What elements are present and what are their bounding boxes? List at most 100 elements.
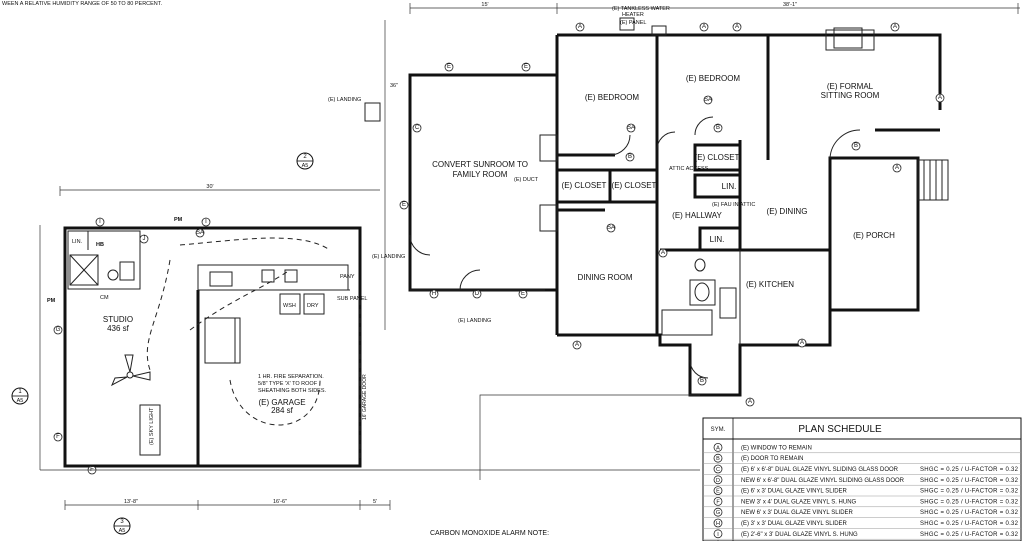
schedule-spec: SHGC = 0.25 / U-FACTOR = 0.32 xyxy=(920,499,1019,505)
svg-text:I: I xyxy=(99,219,101,225)
schedule-sym: B xyxy=(716,456,720,462)
room-dining-room: DINING ROOM xyxy=(577,273,632,282)
plan-schedule-table: SYM. PLAN SCHEDULE A(E) WINDOW TO REMAIN… xyxy=(702,417,1022,541)
pm-label-2: PM xyxy=(47,298,56,304)
dim-bottom-right: 5' xyxy=(373,499,377,505)
dim-top-right: 38'-1" xyxy=(783,2,797,8)
svg-text:2: 2 xyxy=(303,154,307,160)
schedule-symbol xyxy=(713,453,723,463)
schedule-row: A(E) WINDOW TO REMAIN xyxy=(703,442,1021,454)
schedule-symbol xyxy=(713,518,723,528)
fire-separation-line-1: 1 HR. FIRE SEPARATION. xyxy=(258,374,324,380)
tag-i: I xyxy=(95,217,105,227)
window-tags: A A A A A A A A A A B B B B H C D E E E … xyxy=(53,22,945,475)
svg-text:A: A xyxy=(578,24,582,30)
svg-text:C: C xyxy=(415,125,420,131)
svg-text:SA: SA xyxy=(196,230,204,236)
svg-text:B: B xyxy=(854,143,858,149)
room-bedroom-2: (E) BEDROOM xyxy=(686,74,741,83)
tankless-line-1: (E) TANKLESS WATER xyxy=(612,6,670,12)
svg-text:H: H xyxy=(432,291,436,297)
room-studio-area: 436 sf xyxy=(107,324,130,333)
svg-text:A5: A5 xyxy=(119,528,126,534)
schedule-sym-header: SYM. xyxy=(711,427,726,433)
section-marker-1: 1 A5 xyxy=(11,387,29,405)
svg-text:A: A xyxy=(735,24,739,30)
pm-label-1: PM xyxy=(174,217,183,223)
landing-label-1: (E) LANDING xyxy=(328,97,361,103)
room-studio: STUDIO xyxy=(103,315,133,324)
schedule-symbol xyxy=(713,507,723,517)
svg-text:SA: SA xyxy=(704,97,712,103)
schedule-sym: E xyxy=(716,489,720,495)
schedule-symbol xyxy=(713,486,723,496)
room-lin-3: LIN. xyxy=(710,235,725,244)
duct-label: (E) DUCT xyxy=(514,177,539,183)
room-hallway: (E) HALLWAY xyxy=(672,211,722,220)
tag-a: A xyxy=(890,22,900,32)
schedule-sym: G xyxy=(716,510,720,516)
svg-text:E: E xyxy=(447,64,451,70)
dim-36: 36" xyxy=(390,83,398,89)
tag-a: A xyxy=(572,340,582,350)
tag-a: A xyxy=(935,93,945,103)
schedule-sym: F xyxy=(716,499,720,505)
attic-access-label: ATTIC ACCESS xyxy=(669,166,709,172)
svg-text:SA: SA xyxy=(627,125,635,131)
svg-text:I: I xyxy=(205,219,207,225)
schedule-desc: (E) 2'-6" x 3' DUAL GLAZE VINYL S. HUNG xyxy=(741,532,858,538)
tag-a: A xyxy=(575,22,585,32)
bottom-dimension-lines: 13'-8" 16'-6" 5' xyxy=(40,394,700,510)
schedule-symbol xyxy=(713,496,723,506)
schedule-symbol xyxy=(713,464,723,474)
svg-text:E: E xyxy=(524,64,528,70)
tag-sa: SA xyxy=(195,228,205,238)
svg-text:A: A xyxy=(893,24,897,30)
tag-sa: SA xyxy=(606,223,616,233)
fire-separation-line-3: SHEATHING BOTH SIDES. xyxy=(258,388,327,394)
schedule-desc: NEW 3' x 4' DUAL GLAZE VINYL S. HUNG xyxy=(741,499,857,505)
svg-text:B: B xyxy=(700,378,704,384)
schedule-symbol xyxy=(713,442,723,452)
schedule-row: B(E) DOOR TO REMAIN xyxy=(703,453,1021,464)
footer-note: CARBON MONOXIDE ALARM NOTE: xyxy=(430,530,549,537)
dim-studio-width: 30' xyxy=(206,184,213,190)
schedule-spec: SHGC = 0.25 / U-FACTOR = 0.32 xyxy=(920,478,1019,484)
dim-bottom-mid: 16'-6" xyxy=(273,499,287,505)
tag-a: A xyxy=(797,338,807,348)
room-closet-1: (E) CLOSET xyxy=(562,181,607,190)
tag-sa: SA xyxy=(626,123,636,133)
tag-j: J xyxy=(139,234,149,244)
svg-text:J: J xyxy=(143,236,146,242)
landing-label-2: (E) LANDING xyxy=(372,254,405,260)
tag-a: A xyxy=(699,22,709,32)
lin-studio: LIN. xyxy=(72,239,83,245)
room-formal-line-1: (E) FORMAL xyxy=(827,82,874,91)
ceiling-fan-icon xyxy=(110,354,151,387)
svg-text:B: B xyxy=(716,125,720,131)
room-garage: (E) GARAGE xyxy=(258,398,305,407)
schedule-row: F NEW 3' x 4' DUAL GLAZE VINYL S. HUNG SHG… xyxy=(703,496,1021,508)
schedule-sym: H xyxy=(716,521,720,527)
tag-a: A xyxy=(745,397,755,407)
skylight-label: (E) SKY LIGHT xyxy=(149,407,155,445)
svg-text:D: D xyxy=(475,291,480,297)
dim-top-left: 15' xyxy=(481,2,488,8)
schedule-row: C(E) 6' x 6'-8" DUAL GLAZE VINYL SLIDING… xyxy=(703,464,1021,475)
section-marker-2: 2 A5 xyxy=(296,152,314,170)
dim-bottom-left: 13'-8" xyxy=(124,499,138,505)
svg-text:A: A xyxy=(748,399,752,405)
tag-b: B xyxy=(625,152,635,162)
porch-stairs xyxy=(917,159,949,201)
room-bedroom-1: (E) BEDROOM xyxy=(585,93,640,102)
header-note: WEEN A RELATIVE HUMIDITY RANGE OF 50 TO … xyxy=(2,1,163,7)
tag-e: E xyxy=(444,62,454,72)
svg-text:E: E xyxy=(402,202,406,208)
tag-a: A xyxy=(892,163,902,173)
schedule-desc: (E) 6' x 6'-8" DUAL GLAZE VINYL SLIDING … xyxy=(741,467,899,473)
schedule-title: PLAN SCHEDULE xyxy=(798,424,882,435)
room-lin-2: LIN. xyxy=(722,182,737,191)
